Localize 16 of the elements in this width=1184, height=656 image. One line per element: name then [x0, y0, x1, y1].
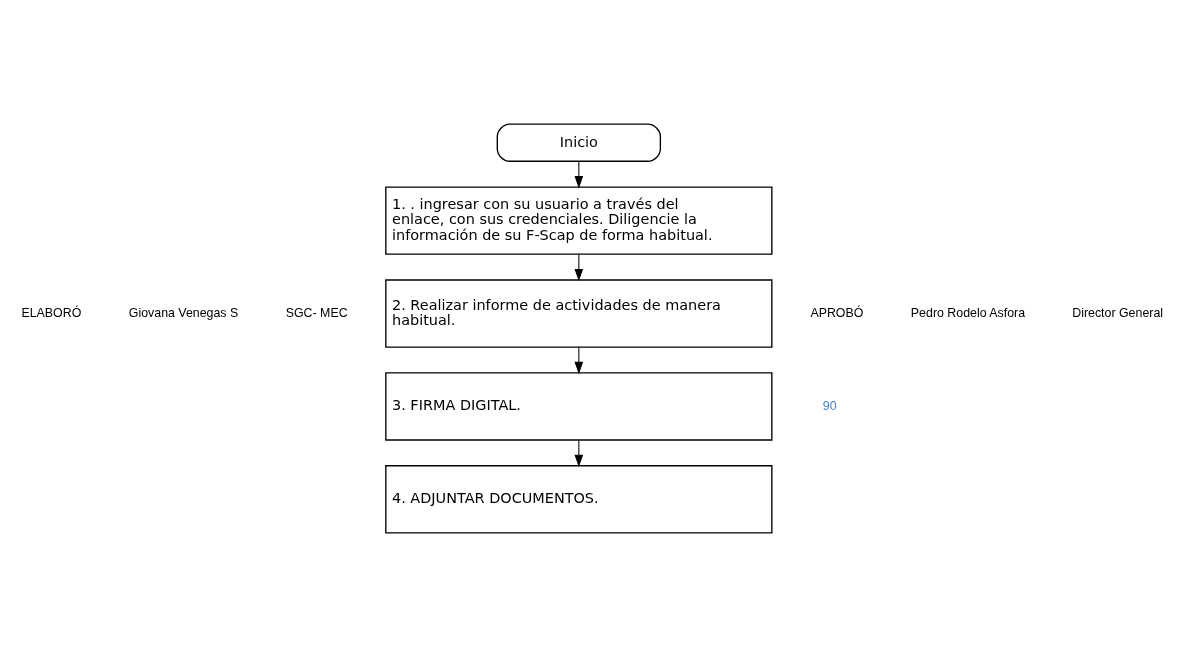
node-box: 4. ADJUNTAR DOCUMENTOS. [385, 464, 773, 534]
node-box: 3. FIRMA DIGITAL. [385, 371, 773, 441]
arrow [574, 253, 584, 281]
label: SGC- MEC [285, 305, 348, 320]
label: Giovana Venegas S [128, 305, 239, 320]
node-box: 2. Realizar informe de actividades de manera habitual. [385, 278, 773, 348]
arrow [574, 160, 584, 188]
label: ELABORÓ [21, 305, 82, 320]
label: Director General [1072, 305, 1164, 320]
node-box: 1. . ingresar con su usuario a través del enlace, con sus credenciales. Diligencie la información de su F-Scap de forma habitual. [385, 185, 773, 255]
label: 90 [822, 398, 837, 413]
label: APROBÓ [810, 305, 864, 320]
node-box: Inicio [496, 122, 662, 162]
arrow [574, 439, 584, 467]
label: Pedro Rodelo Asfora [910, 305, 1026, 320]
arrow [574, 346, 584, 374]
